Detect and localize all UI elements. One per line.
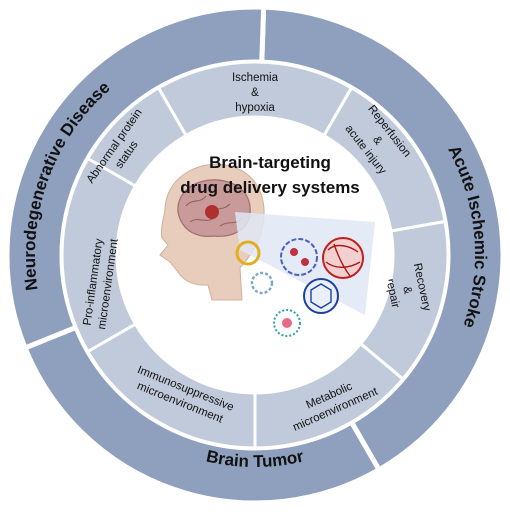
hydrogel-nanoparticle-icon [322, 237, 364, 279]
brain-nanoparticle-illustration [159, 163, 375, 337]
inner-label-ischemia-hypoxia: Ischemia & hypoxia [232, 72, 279, 114]
center-title-line-1: Brain-targeting [209, 153, 331, 172]
inner-label-line: & [400, 285, 413, 295]
center-panel: Brain-targeting drug delivery systems [119, 119, 391, 391]
inner-sector-abnormal-protein-status [85, 85, 189, 189]
vesicle-icon [250, 271, 274, 295]
fullerene-icon [303, 278, 339, 314]
fullerene-lattice [310, 283, 332, 309]
inner-label-line: hypoxia [235, 102, 275, 114]
liposome-icon [235, 240, 261, 266]
hydrogel-mesh [325, 243, 361, 277]
inner-label-line: Ischemia [232, 72, 279, 84]
brain-target-dot [205, 205, 219, 219]
drug-payload-dot [290, 248, 298, 256]
polymer-nanoparticle-icon [280, 238, 318, 276]
micelle-core [282, 318, 292, 328]
center-title-line-2: drug delivery systems [180, 178, 360, 197]
inner-label-line: & [251, 87, 259, 99]
micelle-icon [273, 309, 301, 337]
drug-payload-dot [301, 258, 309, 266]
